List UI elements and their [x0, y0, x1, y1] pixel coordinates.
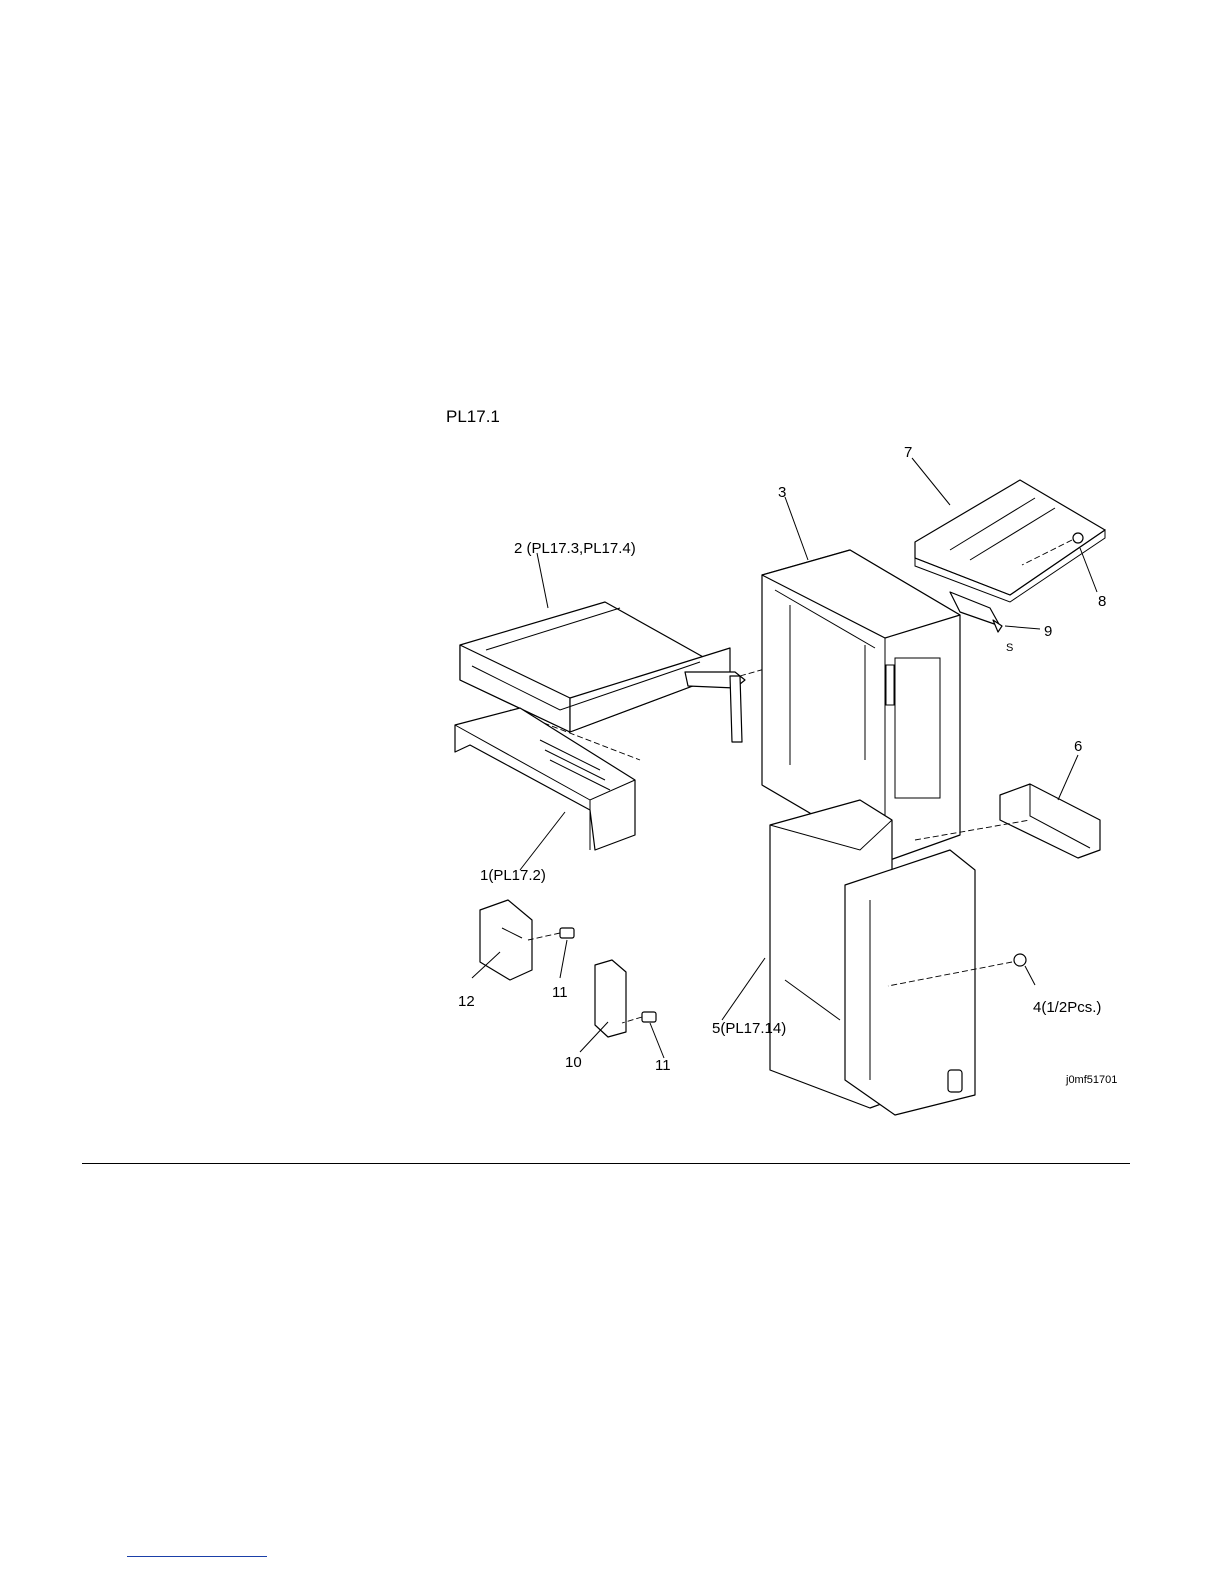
leader-11b — [650, 1023, 664, 1058]
exploded-parts-diagram: PL17.1 — [440, 380, 1130, 1120]
part-1-cover — [455, 708, 635, 850]
part-11-screw-b — [622, 1012, 656, 1023]
leader-3 — [785, 497, 808, 560]
callout-11b: 11 — [655, 1057, 671, 1074]
leader-7 — [912, 458, 950, 505]
footer-link-underline[interactable] — [127, 1556, 267, 1557]
page-divider — [82, 1163, 1130, 1164]
leader-6 — [1058, 755, 1078, 800]
part-11-screw-a — [528, 928, 574, 940]
callout-5: 5(PL17.14) — [712, 1020, 786, 1037]
leader-2 — [537, 553, 548, 608]
plate-title: PL17.1 — [446, 407, 500, 426]
figure-code: j0mf51701 — [1065, 1074, 1117, 1086]
callout-10: 10 — [565, 1054, 582, 1071]
part-7-output-tray — [915, 480, 1105, 626]
callout-4: 4(1/2Pcs.) — [1033, 999, 1101, 1016]
callout-12: 12 — [458, 993, 475, 1010]
part-10-bracket — [595, 960, 626, 1037]
leader-9 — [1005, 626, 1040, 629]
callout-6: 6 — [1074, 738, 1082, 755]
callout-11a: 11 — [552, 984, 568, 1001]
part-5-frame — [770, 800, 975, 1115]
callout-1: 1(PL17.2) — [480, 867, 546, 884]
callout-2: 2 (PL17.3,PL17.4) — [514, 540, 636, 557]
leader-10 — [580, 1022, 608, 1052]
leader-8 — [1080, 548, 1097, 592]
leader-1 — [520, 812, 565, 870]
part-12-bracket — [480, 900, 532, 980]
callout-s: S — [1006, 642, 1013, 654]
callout-3: 3 — [778, 484, 786, 501]
callout-9: 9 — [1044, 623, 1052, 640]
leader-5 — [722, 958, 765, 1020]
callout-7: 7 — [904, 444, 912, 461]
leader-11a — [560, 940, 567, 978]
part-6-bracket — [1000, 784, 1100, 858]
leader-4 — [1025, 966, 1035, 985]
callout-8: 8 — [1098, 593, 1106, 610]
